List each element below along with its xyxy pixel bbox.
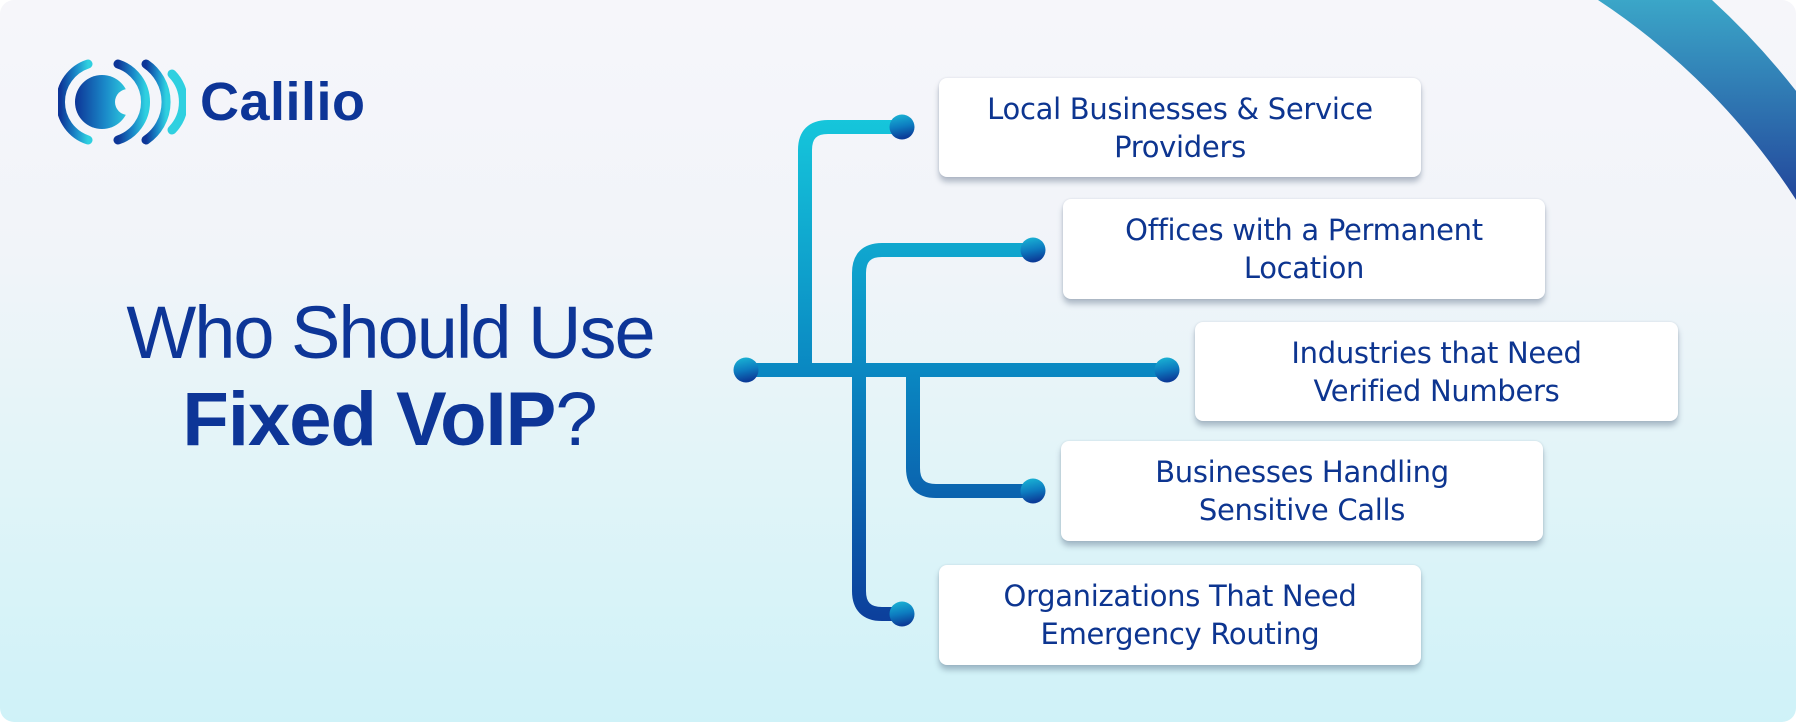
use-case-card-offices[interactable]: Offices with a Permanent Location (1063, 199, 1545, 299)
card-label-line-2: Verified Numbers (1313, 373, 1560, 408)
card-label-line-1: Offices with a Permanent (1125, 213, 1483, 247)
title-emphasis: Fixed VoIP (182, 377, 556, 462)
title-line-2: Fixed VoIP? (60, 376, 720, 464)
use-case-card-emergency-routing[interactable]: Organizations That Need Emergency Routin… (939, 565, 1421, 665)
card-label-line-2: Sensitive Calls (1198, 493, 1406, 527)
card-label-line-1: Organizations That Need (1003, 579, 1357, 613)
use-case-card-sensitive-calls[interactable]: Businesses Handling Sensitive Calls (1061, 441, 1543, 541)
card-label: Offices with a Permanent Location (1125, 211, 1483, 287)
card-label-line-2: Emergency Routing (1040, 617, 1320, 651)
card-label-line-2: Providers (1114, 129, 1246, 164)
card-label: Businesses Handling Sensitive Calls (1155, 453, 1449, 529)
card-label-line-1: Businesses Handling (1155, 455, 1449, 489)
card-label-line-2: Location (1243, 251, 1365, 285)
use-case-card-local-businesses[interactable]: Local Businesses & Service Providers (939, 78, 1421, 177)
card-label: Industries that Need Verified Numbers (1291, 334, 1582, 410)
calilio-signal-c-icon (58, 59, 186, 145)
calilio-logo[interactable]: Calilio (58, 56, 366, 148)
card-label: Local Businesses & Service Providers (987, 90, 1373, 166)
card-label-line-1: Local Businesses & Service (987, 91, 1373, 126)
use-case-card-industries[interactable]: Industries that Need Verified Numbers (1195, 322, 1678, 421)
page-title: Who Should Use Fixed VoIP? (60, 290, 720, 464)
card-label: Organizations That Need Emergency Routin… (1003, 577, 1356, 653)
title-question-mark: ? (555, 377, 598, 462)
brand-name: Calilio (200, 72, 366, 132)
title-line-1: Who Should Use (126, 291, 655, 374)
card-label-line-1: Industries that Need (1291, 335, 1582, 370)
